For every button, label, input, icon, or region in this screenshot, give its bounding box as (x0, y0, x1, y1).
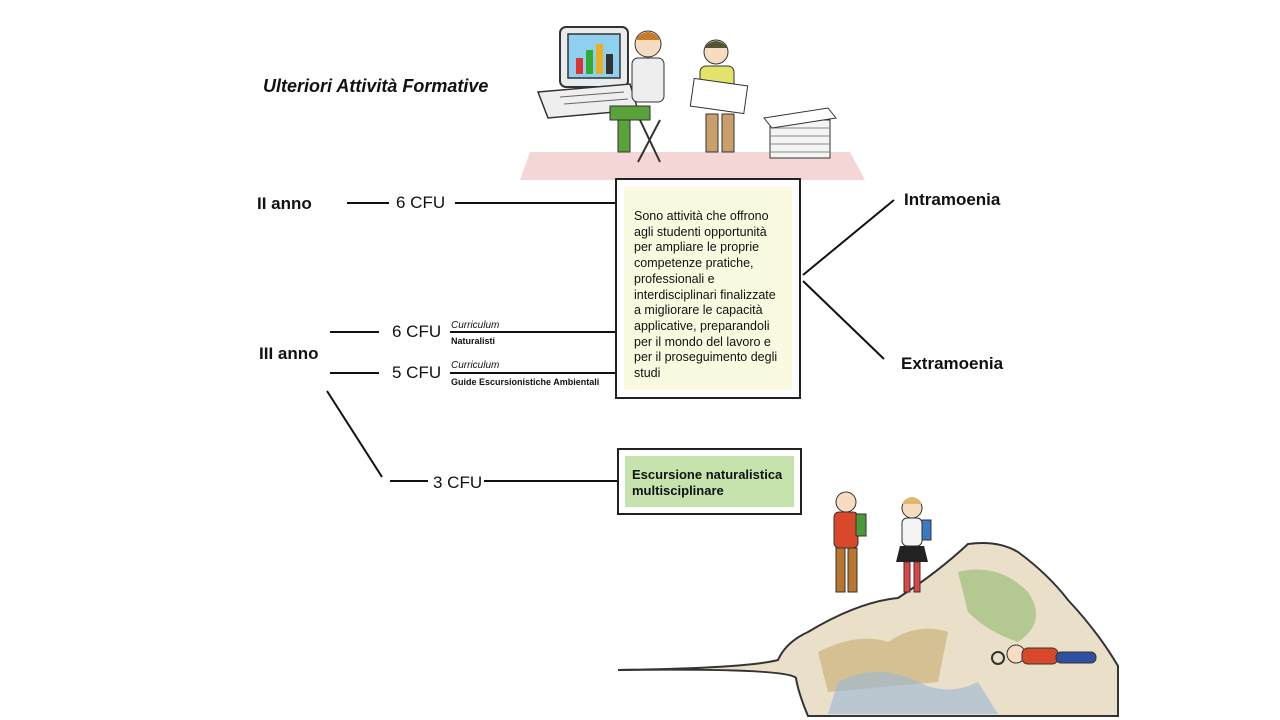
hikers-on-mountain-illustration (618, 491, 1119, 717)
curriculum-name-guide: Guide Escursionistiche Ambientali (451, 377, 600, 387)
branch-extramoenia: Extramoenia (901, 354, 1004, 373)
year-2-cfu: 6 CFU (396, 193, 446, 212)
year-2-label: II anno (257, 194, 312, 213)
curriculum-name-naturalisti: Naturalisti (451, 336, 496, 346)
description-box: Sono attività che offrono agli studenti … (615, 178, 801, 399)
branch-intramoenia: Intramoenia (904, 190, 1001, 209)
diagram-title: Ulteriori Attività Formative (263, 76, 489, 96)
curriculum-label: Curriculum (451, 320, 500, 331)
connector-line (326, 390, 383, 478)
year-3-cfu-naturalisti: 6 CFU (392, 322, 442, 341)
description-text: Sono attività che offrono agli studenti … (624, 187, 792, 390)
connector-line (802, 280, 885, 360)
year-3-label: III anno (259, 344, 319, 363)
curriculum-label: Curriculum (451, 360, 500, 371)
excursion-text: Escursione naturalistica multisciplinare (625, 456, 794, 507)
excursion-box: Escursione naturalistica multisciplinare (617, 448, 802, 515)
year-3-cfu-guide: 5 CFU (392, 363, 442, 382)
connector-line (802, 199, 895, 276)
excursion-cfu: 3 CFU (433, 473, 483, 492)
students-at-computer-illustration (520, 26, 865, 180)
